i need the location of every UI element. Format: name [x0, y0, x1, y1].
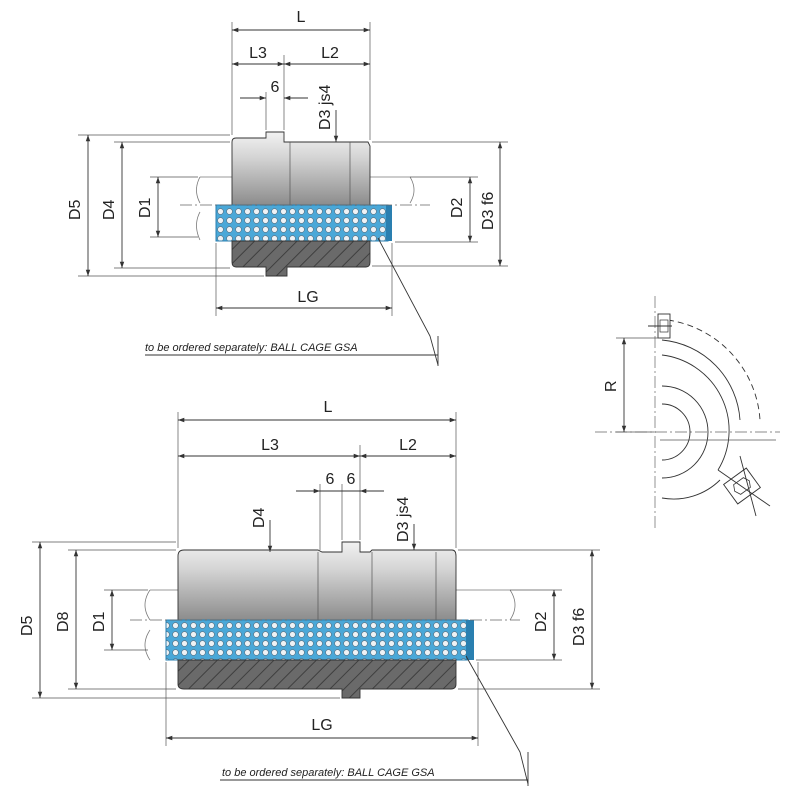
top-dim-D3js4: D3 js4 — [317, 85, 334, 130]
bottom-dim-L: L — [324, 399, 333, 416]
bottom-dim-D3js4: D3 js4 — [395, 497, 412, 542]
top-dim-D4: D4 — [101, 199, 118, 220]
bottom-dim-D8: D8 — [55, 611, 72, 632]
top-note: to be ordered separately: BALL CAGE GSA — [145, 342, 358, 354]
top-dim-D5: D5 — [67, 199, 84, 220]
bottom-dim-D1: D1 — [91, 611, 108, 632]
bottom-note: to be ordered separately: BALL CAGE GSA — [222, 767, 435, 779]
bottom-dim-L3: L3 — [261, 437, 279, 454]
top-leader — [377, 237, 439, 366]
bottom-dim-LG: LG — [311, 717, 332, 734]
bottom-dim-D4: D4 — [251, 507, 268, 528]
top-bushing-body — [231, 131, 371, 206]
top-dim-L2: L2 — [321, 45, 339, 62]
bottom-dim-groove-a: 6 — [326, 471, 335, 488]
top-dim-D3f6: D3 f6 — [480, 192, 497, 230]
top-bushing-section — [231, 240, 371, 277]
bottom-view: L L3 L2 6 6 D4 D3 js4 D5 D8 — [19, 399, 600, 786]
bottom-ball-cage — [165, 619, 469, 661]
top-dim-L: L — [297, 9, 306, 26]
top-dim-groove: 6 — [271, 79, 280, 96]
bottom-dim-D2: D2 — [533, 611, 550, 632]
bottom-bushing-body — [177, 541, 457, 621]
top-dim-L3: L3 — [249, 45, 267, 62]
bottom-dim-groove-b: 6 — [347, 471, 356, 488]
top-dim-D1: D1 — [137, 197, 154, 218]
bottom-bushing-section — [177, 659, 457, 699]
top-dim-LG: LG — [297, 289, 318, 306]
side-dim-R: R — [603, 380, 620, 392]
top-ball-cage — [215, 204, 389, 242]
top-dim-D2: D2 — [449, 197, 466, 218]
top-view: L L3 L2 6 D3 js4 D5 D4 D1 D2 — [67, 9, 508, 366]
bottom-dim-L2: L2 — [399, 437, 417, 454]
bottom-dim-D5: D5 — [19, 615, 36, 636]
bottom-dim-D3f6: D3 f6 — [571, 608, 588, 646]
bottom-leader — [465, 655, 529, 785]
side-view: R — [595, 296, 780, 528]
